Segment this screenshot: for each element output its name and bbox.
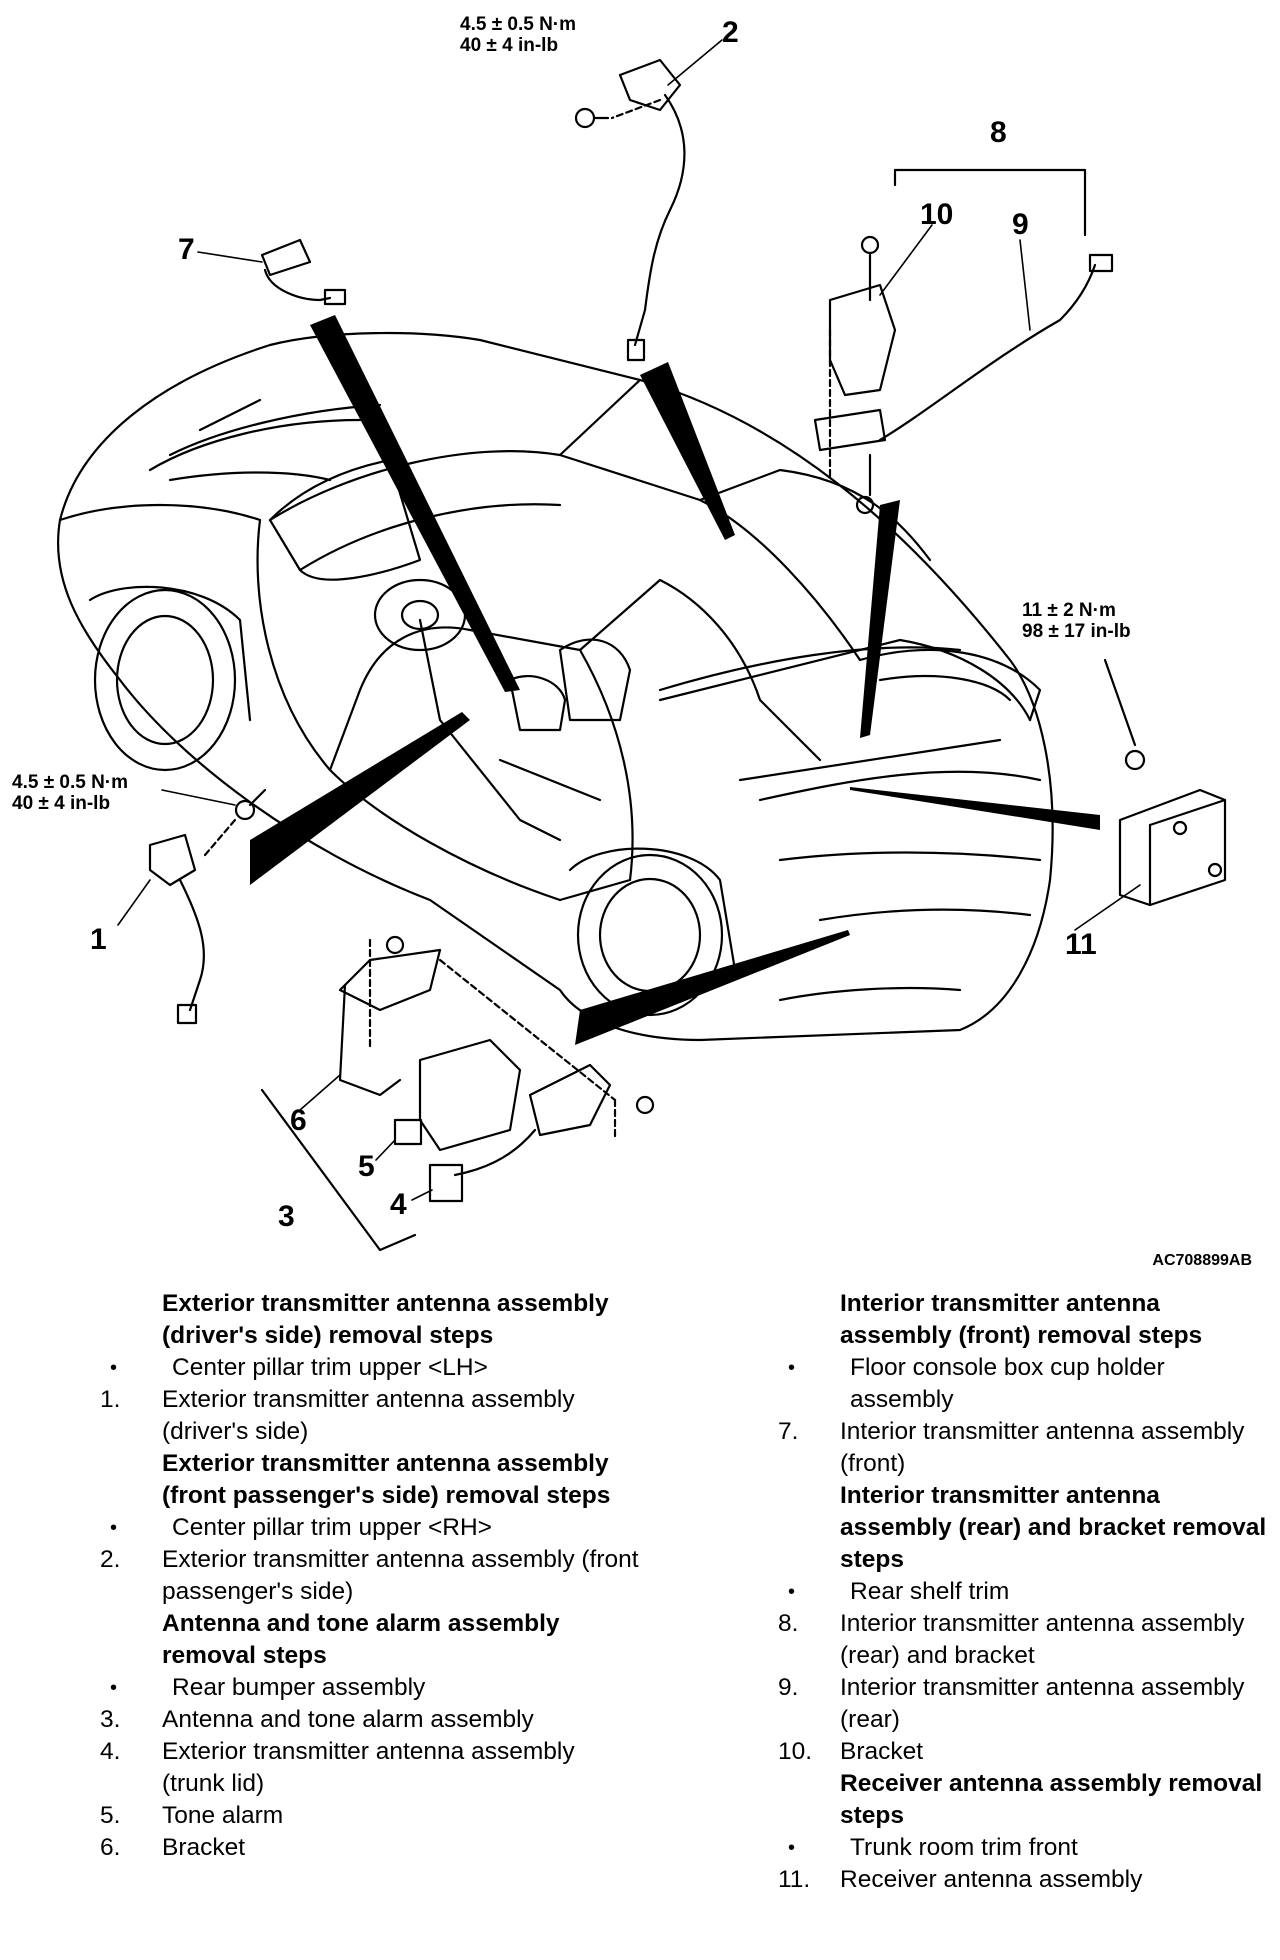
step-text: Receiver antenna assembly <box>840 1866 1143 1893</box>
step-item: • Trunk room trim front <box>778 1832 1268 1864</box>
part-2-antenna <box>574 58 686 362</box>
step-text: Bracket <box>840 1738 924 1765</box>
step-item: 10. Bracket <box>778 1736 1268 1768</box>
group-heading: Exterior transmitter antenna assembly (d… <box>162 1290 609 1349</box>
vehicle-outline <box>56 331 1054 1042</box>
callout-11: 11 <box>1065 928 1097 961</box>
step-item: • Rear bumper assembly <box>100 1672 640 1704</box>
step-text: Center pillar trim upper <RH> <box>172 1514 492 1541</box>
step-text: Exterior transmitter antenna assembly (t… <box>162 1738 575 1797</box>
step-text: Trunk room trim front <box>850 1834 1078 1861</box>
step-marker: 7. <box>778 1418 799 1445</box>
group-heading: Exterior transmitter antenna assembly (f… <box>162 1450 611 1509</box>
step-marker: 11. <box>778 1866 811 1893</box>
group-heading: Interior transmitter antenna assembly (r… <box>840 1482 1267 1573</box>
group-passenger-side: Exterior transmitter antenna assembly (f… <box>100 1448 640 1608</box>
step-text: Interior transmitter antenna assembly (r… <box>840 1674 1245 1733</box>
torque-left-inlb: 40 ± 4 in-lb <box>12 793 111 814</box>
step-item: 3. Antenna and tone alarm assembly <box>100 1704 640 1736</box>
step-marker: • <box>788 1357 796 1379</box>
step-text: Rear shelf trim <box>850 1578 1010 1605</box>
leader-lines <box>117 39 1141 1201</box>
group-tone-alarm: Antenna and tone alarm assembly removal … <box>100 1608 640 1864</box>
steps-right-column: Interior transmitter antenna assembly (f… <box>778 1288 1268 1896</box>
step-item: • Floor console box cup holder assembly <box>778 1352 1268 1416</box>
step-marker: 5. <box>100 1802 121 1829</box>
figure-id: AC708899AB <box>1152 1252 1252 1269</box>
callout-10: 10 <box>920 198 954 231</box>
torque-right-inlb: 98 ± 17 in-lb <box>1022 621 1131 642</box>
step-marker: • <box>110 1357 118 1379</box>
exploded-view-diagram <box>56 39 1227 1252</box>
callout-3: 3 <box>278 1200 295 1233</box>
callout-5: 5 <box>358 1150 375 1183</box>
callout-4: 4 <box>390 1188 407 1221</box>
step-text: Interior transmitter antenna assembly (f… <box>840 1418 1245 1477</box>
step-item: 4. Exterior transmitter antenna assembly … <box>100 1736 640 1800</box>
step-marker: 1. <box>100 1386 121 1413</box>
part-1-antenna <box>148 788 267 1025</box>
step-marker: • <box>788 1837 796 1859</box>
group-heading: Interior transmitter antenna assembly (f… <box>840 1290 1203 1349</box>
callout-2: 2 <box>722 16 739 49</box>
torque-spec-right: 11 ± 2 N·m 98 ± 17 in-lb <box>1022 600 1131 642</box>
torque-spec-top: 4.5 ± 0.5 N·m 40 ± 4 in-lb <box>460 14 576 56</box>
step-marker: 3. <box>100 1706 121 1733</box>
step-marker: 6. <box>100 1834 121 1861</box>
group-driver-side: Exterior transmitter antenna assembly (d… <box>100 1288 640 1448</box>
group-heading: Receiver antenna assembly removal steps <box>840 1770 1263 1829</box>
part-7-antenna <box>260 238 347 306</box>
step-text: Bracket <box>162 1834 246 1861</box>
torque-spec-left: 4.5 ± 0.5 N·m 40 ± 4 in-lb <box>12 772 128 814</box>
step-item: 1. Exterior transmitter antenna assembly … <box>100 1384 640 1448</box>
step-item: 6. Bracket <box>100 1832 640 1864</box>
callout-7: 7 <box>178 233 195 266</box>
step-marker: 2. <box>100 1546 121 1573</box>
group-interior-rear: Interior transmitter antenna assembly (r… <box>778 1480 1268 1768</box>
torque-top-nm: 4.5 ± 0.5 N·m <box>460 14 577 35</box>
step-text: Interior transmitter antenna assembly (r… <box>840 1610 1245 1669</box>
step-item: • Center pillar trim upper <LH> <box>100 1352 640 1384</box>
step-marker: 10. <box>778 1738 813 1765</box>
steps-left-column: Exterior transmitter antenna assembly (d… <box>100 1288 640 1864</box>
callout-8: 8 <box>990 116 1007 149</box>
step-text: Floor console box cup holder assembly <box>850 1354 1165 1413</box>
step-marker: • <box>788 1581 796 1603</box>
torque-top-inlb: 40 ± 4 in-lb <box>460 35 559 56</box>
step-item: • Rear shelf trim <box>778 1576 1268 1608</box>
step-marker: 9. <box>778 1674 799 1701</box>
group-interior-front: Interior transmitter antenna assembly (f… <box>778 1288 1268 1480</box>
callout-1: 1 <box>90 923 107 956</box>
group-heading: Antenna and tone alarm assembly removal … <box>162 1610 560 1669</box>
step-item: 7. Interior transmitter antenna assembly … <box>778 1416 1268 1480</box>
step-marker: • <box>110 1517 118 1539</box>
step-text: Antenna and tone alarm assembly <box>162 1706 534 1733</box>
step-item: 8. Interior transmitter antenna assembly … <box>778 1608 1268 1672</box>
step-text: Exterior transmitter antenna assembly (f… <box>162 1546 639 1605</box>
step-item: 2. Exterior transmitter antenna assembly … <box>100 1544 640 1608</box>
step-text: Center pillar trim upper <LH> <box>172 1354 488 1381</box>
part-11-receiver <box>1103 658 1227 907</box>
step-text: Rear bumper assembly <box>172 1674 426 1701</box>
step-marker: 4. <box>100 1738 121 1765</box>
part-3-assembly <box>260 935 655 1252</box>
torque-left-nm: 4.5 ± 0.5 N·m <box>12 772 129 793</box>
step-item: • Center pillar trim upper <RH> <box>100 1512 640 1544</box>
step-text: Tone alarm <box>162 1802 284 1829</box>
part-8-assembly <box>813 168 1114 515</box>
step-marker: • <box>110 1677 118 1699</box>
step-item: 11. Receiver antenna assembly <box>778 1864 1268 1896</box>
pointer-wedges <box>250 315 1100 1045</box>
step-item: 9. Interior transmitter antenna assembly … <box>778 1672 1268 1736</box>
group-receiver: Receiver antenna assembly removal steps … <box>778 1768 1268 1896</box>
callout-6: 6 <box>290 1104 307 1137</box>
torque-right-nm: 11 ± 2 N·m <box>1022 600 1116 621</box>
callout-9: 9 <box>1012 208 1029 241</box>
step-item: 5. Tone alarm <box>100 1800 640 1832</box>
step-text: Exterior transmitter antenna assembly (d… <box>162 1386 575 1445</box>
step-marker: 8. <box>778 1610 799 1637</box>
